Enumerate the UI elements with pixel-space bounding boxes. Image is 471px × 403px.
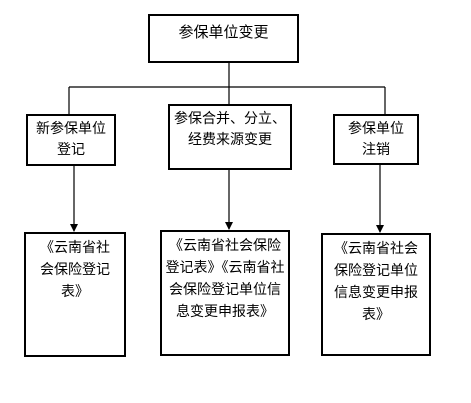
form-label: 《云南省社会 保险登记单位 信息变更申报 表》 — [334, 241, 418, 323]
category-box-new-registration: 新参保单位 登记 — [26, 114, 116, 166]
root-label: 参保单位变更 — [178, 23, 269, 41]
root-box: 参保单位变更 — [148, 14, 299, 63]
category-label: 参保单位 注销 — [348, 121, 404, 158]
category-label: 参保合并、分立、 经费来源变更 — [174, 111, 286, 148]
form-box-registration: 《云南省社 会保险登记 表》 — [24, 232, 126, 357]
category-label: 新参保单位 登记 — [36, 121, 106, 158]
form-label: 《云南省社 会保险登记 表》 — [40, 240, 110, 300]
form-box-cancellation: 《云南省社会 保险登记单位 信息变更申报 表》 — [321, 233, 431, 356]
category-box-merge-split: 参保合并、分立、 经费来源变更 — [168, 104, 292, 170]
category-box-cancellation: 参保单位 注销 — [333, 114, 419, 165]
form-label: 《云南省社会保险 登记表》《云南省社 会保险登记单位信 息变更申报表》 — [165, 238, 285, 320]
form-box-merge-split: 《云南省社会保险 登记表》《云南省社 会保险登记单位信 息变更申报表》 — [160, 230, 290, 356]
